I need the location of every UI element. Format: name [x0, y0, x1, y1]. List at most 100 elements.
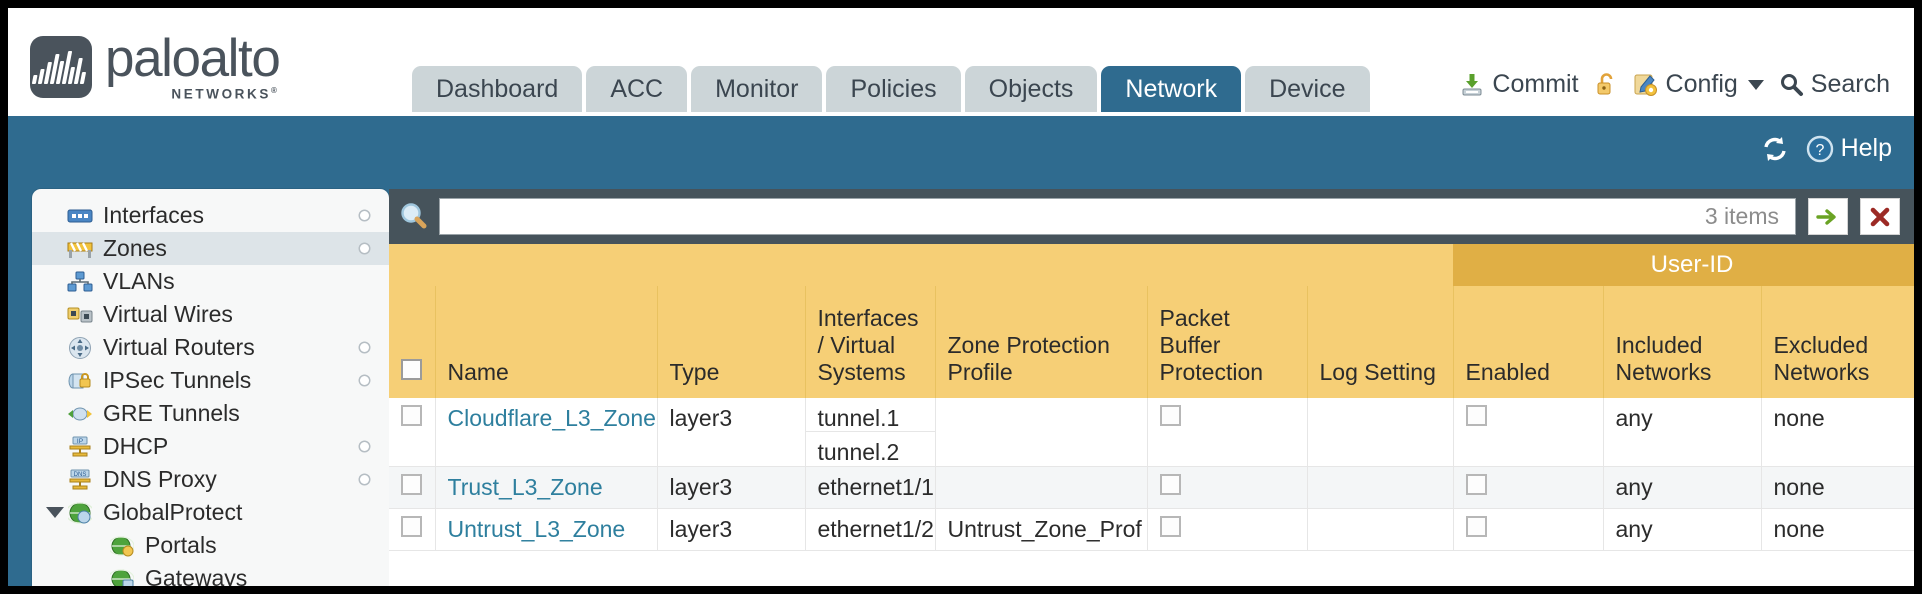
- firewall-web-ui: paloalto NETWORKS® Dashboard ACC Monitor…: [8, 8, 1914, 586]
- sidebar-item-label: Portals: [145, 532, 217, 558]
- interface-entry: tunnel.2: [817, 439, 900, 465]
- cell-packet-buffer-protection: [1147, 508, 1308, 551]
- col-header-enabled[interactable]: Enabled: [1453, 286, 1604, 398]
- refresh-button[interactable]: [1760, 135, 1790, 163]
- zone-name-link[interactable]: Trust_L3_Zone: [447, 474, 603, 500]
- cell-excluded-networks: none: [1761, 466, 1914, 509]
- cell-packet-buffer-protection: [1147, 466, 1308, 509]
- col-header-log-setting[interactable]: Log Setting: [1307, 286, 1454, 398]
- filter-bar: 3 items: [389, 189, 1914, 244]
- dns-proxy-icon: DNS: [66, 469, 93, 491]
- filter-search-icon: [401, 202, 427, 228]
- select-all-cell[interactable]: [389, 286, 436, 398]
- user-id-enabled-checkbox[interactable]: [1465, 516, 1487, 537]
- sidebar-item-interfaces[interactable]: Interfaces: [32, 199, 389, 232]
- help-icon: ?: [1806, 135, 1833, 162]
- commit-button[interactable]: Commit: [1459, 70, 1579, 99]
- col-header-zone-protection-profile[interactable]: Zone Protection Profile: [935, 286, 1148, 398]
- svg-text:IP: IP: [76, 438, 82, 445]
- row-select-cell[interactable]: [389, 508, 436, 551]
- cell-excluded-networks: none: [1761, 508, 1914, 551]
- config-wrench-gear-icon: [1634, 74, 1657, 96]
- lock-button[interactable]: [1594, 72, 1618, 98]
- sidebar-item-label: Zones: [103, 235, 167, 261]
- row-select-cell[interactable]: [389, 398, 436, 467]
- sidebar-item-status-dot: [360, 475, 369, 484]
- paloalto-logo-mark: [30, 35, 92, 98]
- tab-monitor[interactable]: Monitor: [691, 66, 823, 112]
- config-label: Config: [1665, 70, 1738, 98]
- tab-objects[interactable]: Objects: [964, 66, 1098, 112]
- tab-device[interactable]: Device: [1245, 66, 1370, 112]
- sidebar-item-label: Interfaces: [103, 202, 204, 228]
- sidebar-item-vlans[interactable]: VLANs: [32, 265, 389, 298]
- cell-type: layer3: [657, 398, 806, 467]
- svg-text:?: ?: [1815, 142, 1824, 159]
- sidebar-item-ipsec-tunnels[interactable]: IPSec Tunnels: [32, 364, 389, 397]
- col-header-name[interactable]: Name: [435, 286, 658, 398]
- packet-buffer-protection-checkbox[interactable]: [1159, 474, 1181, 495]
- sidebar-item-portals[interactable]: Portals: [32, 529, 389, 562]
- cell-user-id-enabled: [1453, 398, 1604, 467]
- cell-name: Trust_L3_Zone: [435, 466, 658, 509]
- expand-triangle-icon[interactable]: [46, 507, 64, 518]
- tab-policies[interactable]: Policies: [826, 66, 961, 112]
- sidebar-item-status-dot: [360, 211, 369, 220]
- apply-filter-button[interactable]: [1808, 198, 1848, 235]
- paloalto-logo: paloalto NETWORKS®: [30, 32, 281, 101]
- clear-filter-button[interactable]: [1860, 198, 1900, 235]
- row-checkbox[interactable]: [401, 474, 422, 495]
- virtual-wires-icon: [66, 304, 93, 326]
- col-header-packet-buffer-protection[interactable]: Packet Buffer Protection: [1147, 286, 1308, 398]
- interfaces-icon: [66, 205, 93, 227]
- cell-name: Untrust_L3_Zone: [435, 508, 658, 551]
- select-all-checkbox[interactable]: [401, 359, 422, 380]
- col-header-excluded-networks[interactable]: Excluded Networks: [1761, 286, 1914, 398]
- help-button[interactable]: ? Help: [1806, 134, 1892, 163]
- commit-icon: [1462, 73, 1482, 95]
- packet-buffer-protection-checkbox[interactable]: [1159, 516, 1181, 537]
- user-id-enabled-checkbox[interactable]: [1465, 474, 1487, 495]
- sidebar-item-label: VLANs: [103, 268, 175, 294]
- sidebar-item-virtual-wires[interactable]: Virtual Wires: [32, 298, 389, 331]
- user-id-enabled-checkbox[interactable]: [1465, 405, 1487, 426]
- col-header-included-networks[interactable]: Included Networks: [1603, 286, 1762, 398]
- search-button[interactable]: Search: [1779, 70, 1890, 99]
- tab-network[interactable]: Network: [1101, 66, 1242, 112]
- config-menu[interactable]: Config: [1633, 70, 1764, 99]
- zone-name-link[interactable]: Cloudflare_L3_Zone: [447, 405, 656, 431]
- sidebar-item-status-dot: [360, 376, 369, 385]
- sidebar-item-gre-tunnels[interactable]: GRE Tunnels: [32, 397, 389, 430]
- sidebar-item-gateways[interactable]: Gateways: [32, 562, 389, 586]
- sidebar-item-label: GlobalProtect: [103, 499, 243, 525]
- sidebar-item-label: Gateways: [145, 565, 248, 586]
- col-header-type[interactable]: Type: [657, 286, 806, 398]
- row-select-cell[interactable]: [389, 466, 436, 509]
- packet-buffer-protection-checkbox[interactable]: [1159, 405, 1181, 426]
- sidebar-item-zones[interactable]: Zones: [32, 232, 389, 265]
- search-label: Search: [1810, 70, 1890, 98]
- tab-dashboard[interactable]: Dashboard: [412, 66, 583, 112]
- sidebar-item-globalprotect[interactable]: GlobalProtect: [32, 496, 389, 529]
- cell-zone-protection-profile: [935, 466, 1148, 509]
- top-action-bar: Commit Config: [1459, 70, 1890, 99]
- sidebar-item-virtual-routers[interactable]: Virtual Routers: [32, 331, 389, 364]
- table-head: User-ID Name Type Interfaces / Virtual S…: [389, 244, 1914, 398]
- tab-acc[interactable]: ACC: [586, 66, 688, 112]
- col-header-interfaces[interactable]: Interfaces / Virtual Systems: [805, 286, 936, 398]
- zone-name-link[interactable]: Untrust_L3_Zone: [447, 516, 626, 542]
- filter-input-wrapper[interactable]: 3 items: [439, 198, 1796, 235]
- vlans-icon: [66, 271, 93, 293]
- row-checkbox[interactable]: [401, 516, 422, 537]
- gre-tunnels-icon: [66, 403, 93, 425]
- row-checkbox[interactable]: [401, 405, 422, 426]
- unlocked-padlock-icon: [1597, 72, 1612, 94]
- commit-label: Commit: [1492, 70, 1579, 98]
